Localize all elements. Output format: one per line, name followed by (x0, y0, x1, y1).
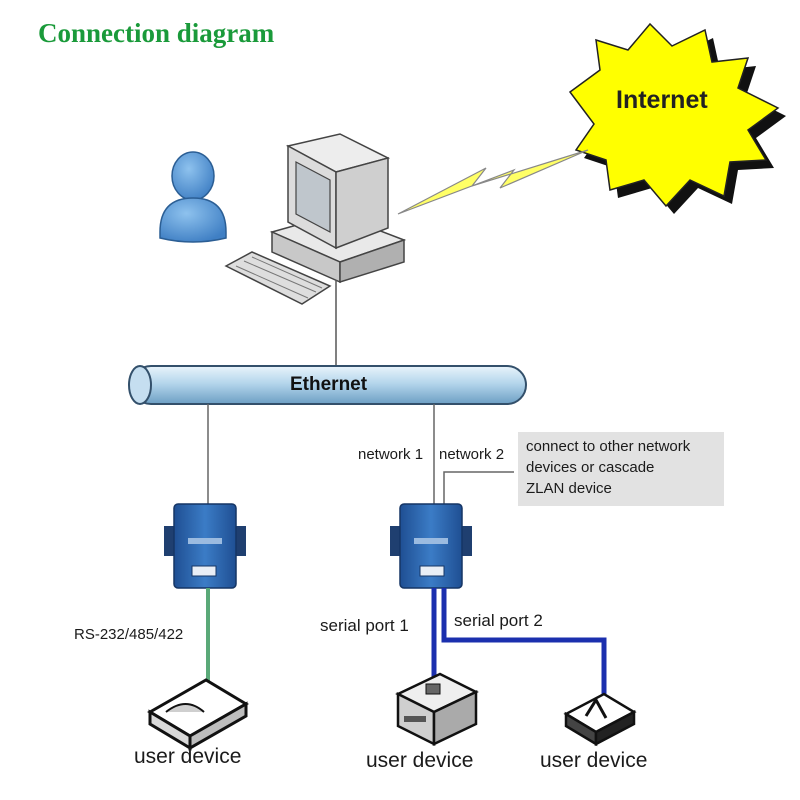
user-device-3-label: user device (540, 749, 648, 772)
serial-cable-2 (441, 588, 607, 698)
wireless-link-bolt (397, 149, 589, 215)
serial-server-device-left (164, 503, 246, 589)
cascade-note-box: connect to other network devices or casc… (518, 432, 724, 506)
note-line-2: devices or cascade (526, 459, 655, 476)
ethernet-bus (128, 365, 527, 405)
internet-label: Internet (616, 86, 708, 114)
network-1-label: network 1 (358, 446, 424, 463)
user-person-icon (159, 151, 227, 243)
desktop-computer-icon (224, 133, 407, 305)
user-device-3-icon (563, 692, 637, 747)
user-device-1-label: user device (134, 745, 242, 768)
rs-protocol-label: RS-232/485/422 (74, 626, 184, 643)
serial-server-device-right (390, 503, 472, 589)
note-line-1: connect to other network (526, 438, 691, 455)
user-device-2-label: user device (366, 749, 474, 772)
serial-port-1-label: serial port 1 (320, 616, 409, 635)
user-device-1-icon (147, 678, 249, 751)
network2-link (443, 471, 514, 508)
note-line-3: ZLAN device (526, 480, 612, 497)
serial-port-2-label: serial port 2 (454, 611, 543, 630)
network-2-label: network 2 (439, 446, 505, 463)
ethernet-label: Ethernet (290, 374, 368, 395)
diagram-title: Connection diagram (38, 18, 275, 48)
internet-cloud (568, 22, 786, 214)
user-device-2-icon (395, 672, 479, 747)
